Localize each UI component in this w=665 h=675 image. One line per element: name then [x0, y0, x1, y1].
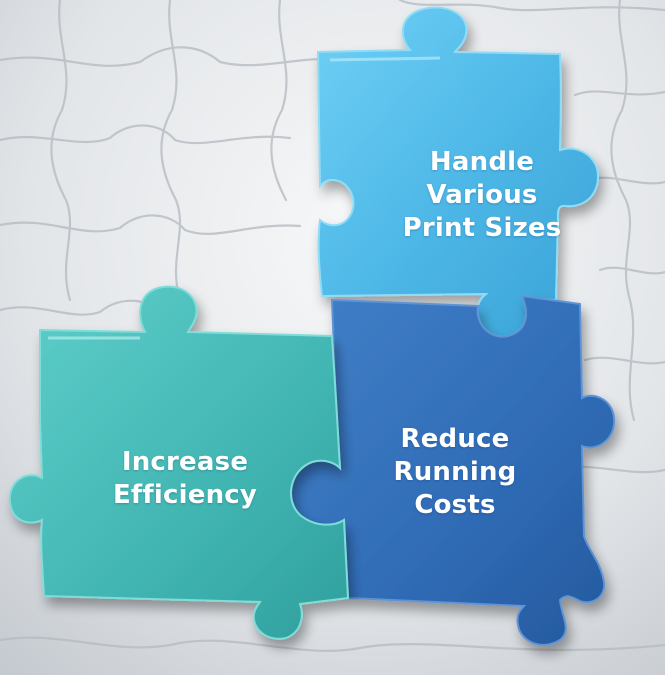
piece-right-label-line-3: Costs [414, 490, 496, 520]
puzzle-piece-left [8, 285, 350, 640]
piece-left-label: Increase Efficiency [90, 446, 280, 512]
piece-top-label-line-1: Handle [429, 147, 535, 177]
piece-left-label-line-2: Efficiency [112, 480, 258, 510]
piece-right-label-line-1: Reduce [400, 424, 510, 454]
piece-top-label-line-3: Print Sizes [402, 213, 562, 243]
piece-right-label-line-2: Running [393, 457, 517, 487]
piece-right-label: Reduce Running Costs [362, 423, 548, 522]
piece-top-label: Handle Various Print Sizes [382, 146, 582, 245]
piece-top-highlight [329, 56, 441, 62]
piece-top-label-line-2: Various [426, 180, 538, 210]
piece-left-label-line-1: Increase [121, 447, 249, 477]
